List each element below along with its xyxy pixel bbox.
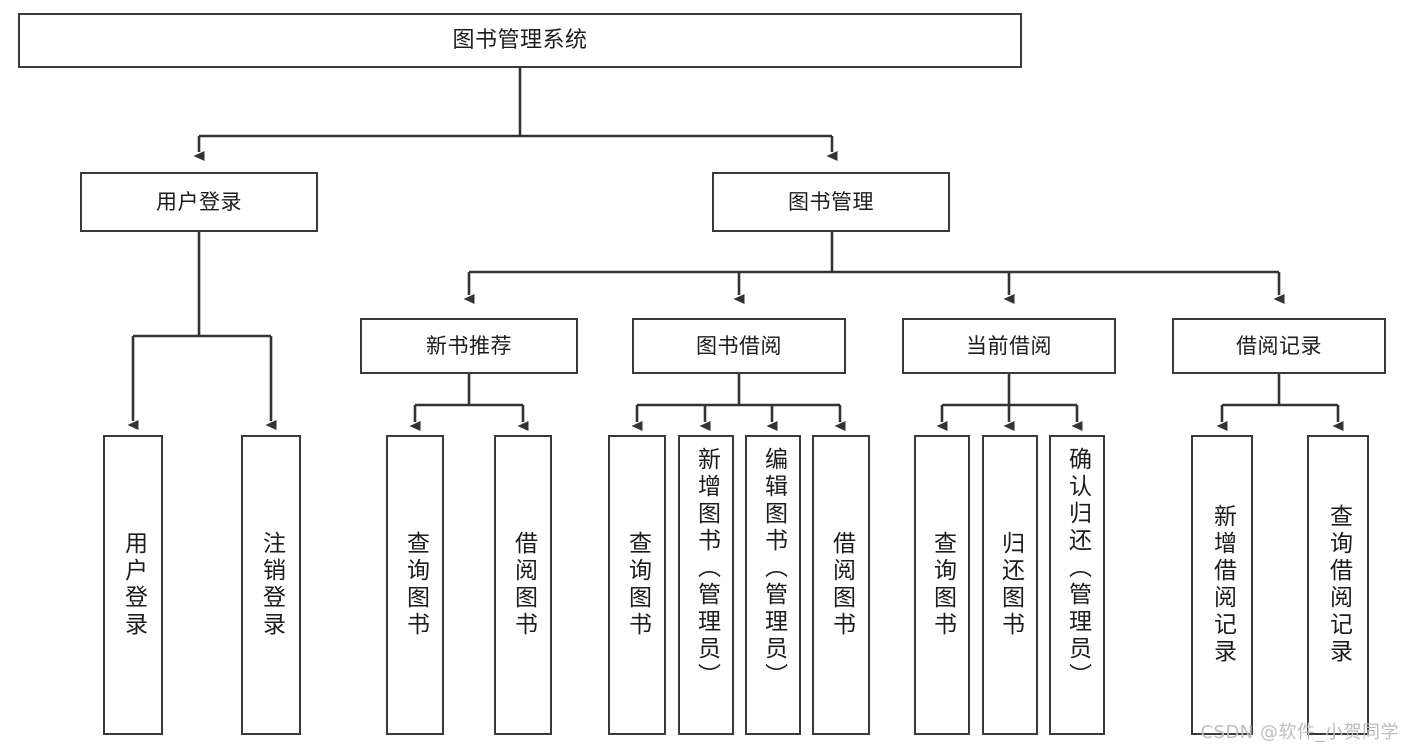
node-label: 图书管理 bbox=[788, 189, 874, 214]
node-label: 图书借阅 bbox=[696, 333, 782, 358]
node-current-borrow[interactable]: 当前借阅 bbox=[902, 318, 1116, 374]
node-label: 新增借阅记录 bbox=[1209, 504, 1236, 666]
leaf-borrow-borrow-book[interactable]: 借阅图书 bbox=[812, 435, 870, 735]
node-label: 图书管理系统 bbox=[452, 27, 588, 53]
node-label: 当前借阅 bbox=[966, 333, 1052, 358]
leaf-recommend-query-book[interactable]: 查询图书 bbox=[386, 435, 444, 735]
node-label: 借阅图书 bbox=[828, 531, 855, 639]
leaf-record-add-borrow-record[interactable]: 新增借阅记录 bbox=[1191, 435, 1253, 735]
node-user-login[interactable]: 用户登录 bbox=[80, 172, 318, 232]
node-label: 归还图书 bbox=[997, 531, 1024, 639]
leaf-user-login[interactable]: 用户登录 bbox=[103, 435, 163, 735]
node-label: 注销登录 bbox=[258, 531, 285, 639]
node-root-book-management-system[interactable]: 图书管理系统 bbox=[18, 13, 1022, 68]
leaf-record-query-borrow-record[interactable]: 查询借阅记录 bbox=[1307, 435, 1369, 735]
node-label: 借阅图书 bbox=[510, 531, 537, 639]
leaf-current-return-book[interactable]: 归还图书 bbox=[982, 435, 1038, 735]
leaf-current-query-book[interactable]: 查询图书 bbox=[914, 435, 970, 735]
node-label: 编辑图书（管理员） bbox=[760, 447, 787, 690]
leaf-logout-login[interactable]: 注销登录 bbox=[241, 435, 301, 735]
node-label: 确认归还（管理员） bbox=[1064, 447, 1091, 690]
node-label: 新增图书（管理员） bbox=[693, 447, 720, 690]
csdn-watermark: CSDN @软件_小贺同学 bbox=[1200, 722, 1399, 743]
leaf-current-confirm-return-admin[interactable]: 确认归还（管理员） bbox=[1049, 435, 1105, 735]
leaf-borrow-edit-book-admin[interactable]: 编辑图书（管理员） bbox=[745, 435, 801, 735]
node-label: 借阅记录 bbox=[1236, 333, 1322, 358]
node-label: 新书推荐 bbox=[426, 333, 512, 358]
node-label: 用户登录 bbox=[156, 189, 242, 214]
node-new-book-recommend[interactable]: 新书推荐 bbox=[360, 318, 578, 374]
node-label: 查询借阅记录 bbox=[1325, 504, 1352, 666]
leaf-borrow-query-book[interactable]: 查询图书 bbox=[608, 435, 666, 735]
leaf-borrow-add-book-admin[interactable]: 新增图书（管理员） bbox=[678, 435, 734, 735]
node-borrow-record[interactable]: 借阅记录 bbox=[1172, 318, 1386, 374]
leaf-recommend-borrow-book[interactable]: 借阅图书 bbox=[494, 435, 552, 735]
node-label: 用户登录 bbox=[120, 531, 147, 639]
node-label: 查询图书 bbox=[402, 531, 429, 639]
node-label: 查询图书 bbox=[929, 531, 956, 639]
node-book-manage[interactable]: 图书管理 bbox=[712, 172, 950, 232]
node-book-borrow[interactable]: 图书借阅 bbox=[632, 318, 846, 374]
node-label: 查询图书 bbox=[624, 531, 651, 639]
